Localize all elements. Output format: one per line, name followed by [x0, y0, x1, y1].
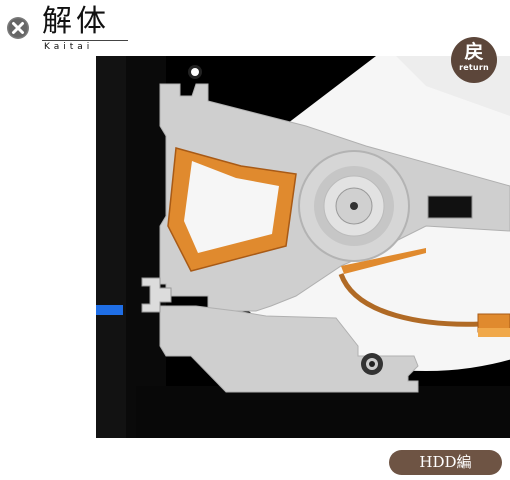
arm-bracket	[159, 305, 419, 393]
return-kanji: 戻	[464, 41, 484, 63]
hdd-illustration	[96, 56, 510, 438]
page-subtitle: Kaitai	[44, 42, 94, 52]
return-button[interactable]: 戻 return	[451, 37, 497, 83]
page-header: 解体 Kaitai	[6, 4, 136, 52]
position-marker	[96, 305, 123, 315]
title-divider	[42, 40, 128, 41]
hdd-section-button[interactable]: HDD編	[389, 450, 502, 475]
casing-left	[96, 56, 126, 438]
flex-cable	[338, 273, 482, 327]
pivot-center	[350, 202, 358, 210]
close-icon[interactable]	[6, 16, 30, 40]
page-title: 解体	[42, 4, 110, 39]
return-label: return	[459, 63, 489, 72]
